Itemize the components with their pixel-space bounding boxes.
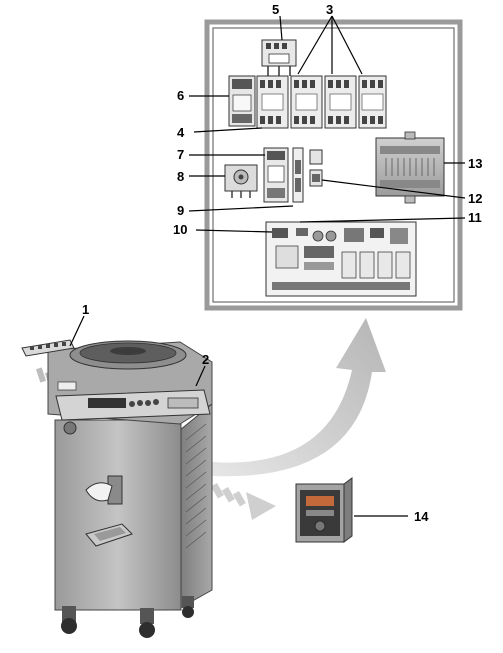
callout-10: 10 xyxy=(173,222,187,237)
callout-2: 2 xyxy=(202,352,209,367)
callout-5: 5 xyxy=(272,2,279,17)
timer-relay xyxy=(263,147,289,203)
callout-4: 4 xyxy=(177,125,185,140)
terminal-block xyxy=(309,149,323,187)
thermal-relay xyxy=(261,39,297,76)
callout-14: 14 xyxy=(414,509,429,524)
callout-9: 9 xyxy=(177,203,184,218)
transformer xyxy=(375,131,445,204)
callout-12: 12 xyxy=(468,191,482,206)
callout-8: 8 xyxy=(177,169,184,184)
callout-3: 3 xyxy=(326,2,333,17)
inverter-arrow xyxy=(210,482,276,520)
remote-control-strip xyxy=(21,339,75,357)
inverter xyxy=(295,477,353,543)
callout-11: 11 xyxy=(468,210,482,225)
callout-1: 1 xyxy=(82,302,89,317)
control-board xyxy=(265,221,417,297)
fuse-holders xyxy=(292,147,304,203)
callout-7: 7 xyxy=(177,147,184,162)
contactor-row xyxy=(256,75,387,129)
auxiliary-relay xyxy=(228,75,256,127)
curved-arrow xyxy=(212,318,386,477)
callout-13: 13 xyxy=(468,156,482,171)
leader-lines xyxy=(69,15,466,517)
potentiometer xyxy=(224,164,258,198)
pasteurizer-machine xyxy=(47,340,213,638)
callout-6: 6 xyxy=(177,88,184,103)
